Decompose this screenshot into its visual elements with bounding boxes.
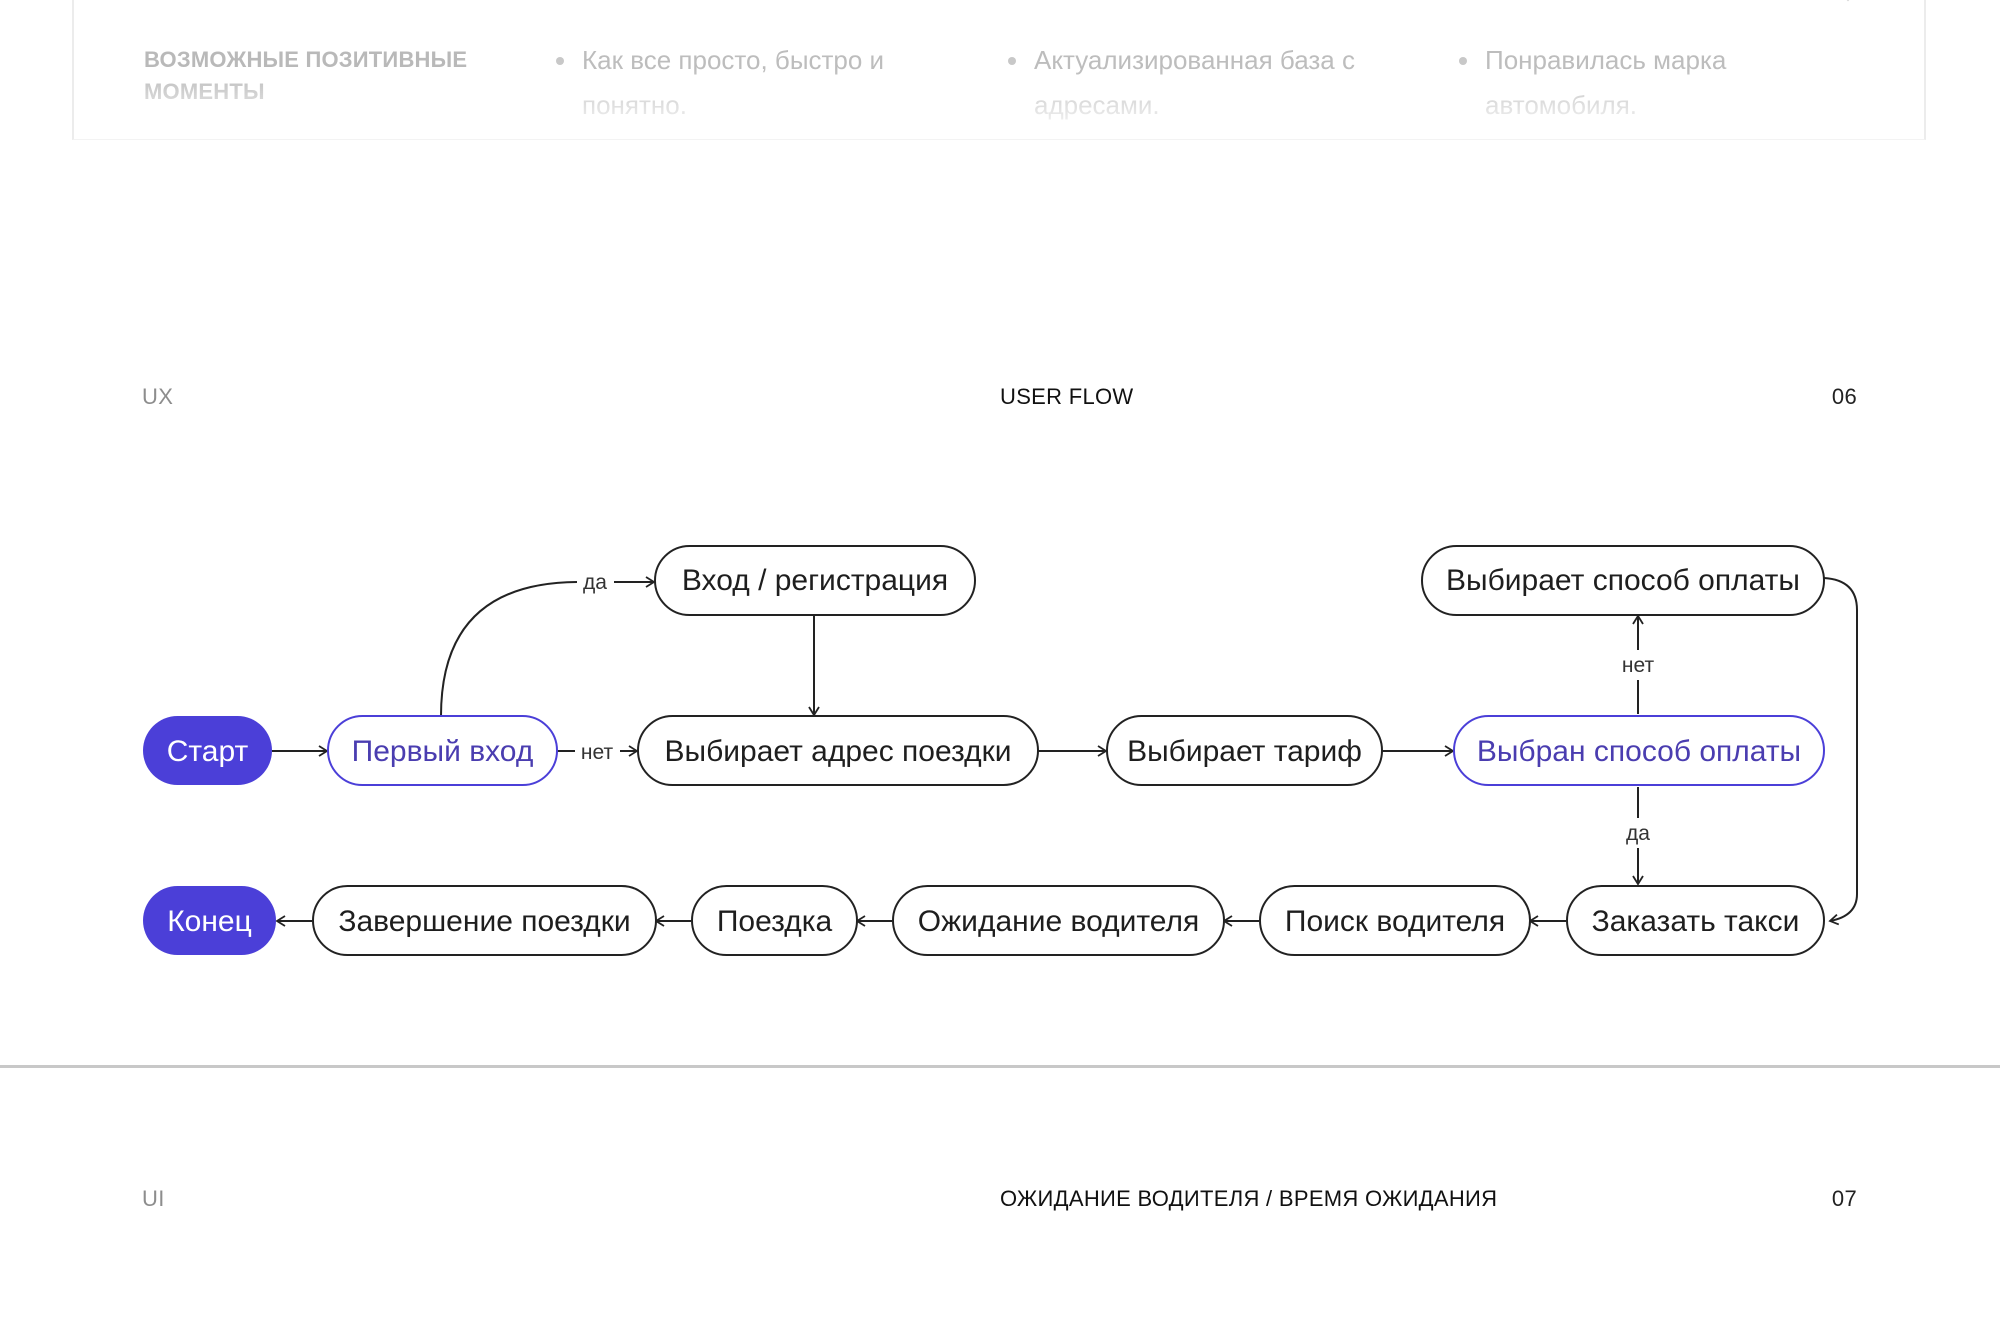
edge-label-first-yes: да xyxy=(583,571,607,594)
node-finish-ride: Завершение поездки xyxy=(312,885,657,956)
node-ride: Поездка xyxy=(691,885,858,956)
node-order-taxi-label: Заказать такси xyxy=(1592,905,1800,938)
node-start-label: Старт xyxy=(167,735,249,768)
edge-label-pay-no: нет xyxy=(1622,654,1655,677)
node-choose-tariff-label: Выбирает тариф xyxy=(1127,735,1362,768)
node-end-label: Конец xyxy=(167,905,252,938)
node-first-login-label: Первый вход xyxy=(352,735,534,768)
node-search-driver: Поиск водителя xyxy=(1259,885,1531,956)
section-tag-ui: UI xyxy=(142,1186,165,1211)
flow-edges xyxy=(272,576,1858,927)
node-choose-address-label: Выбирает адрес поездки xyxy=(665,735,1012,768)
node-order-taxi: Заказать такси xyxy=(1566,885,1825,956)
node-first-login: Первый вход xyxy=(327,715,558,786)
node-payment-selected-label: Выбран способ оплаты xyxy=(1477,735,1801,768)
node-ride-label: Поездка xyxy=(717,905,833,938)
node-choose-payment: Выбирает способ оплаты xyxy=(1421,545,1825,616)
edge-choosepay-order xyxy=(1823,577,1858,926)
section-title-waiting: ОЖИДАНИЕ ВОДИТЕЛЯ / ВРЕМЯ ОЖИДАНИЯ xyxy=(1000,1186,1498,1211)
node-choose-tariff: Выбирает тариф xyxy=(1106,715,1383,786)
section-number-07: 07 xyxy=(1831,1186,1857,1211)
section-tag-ux: UX xyxy=(142,384,174,409)
node-wait-driver-label: Ожидание водителя xyxy=(918,905,1199,938)
node-login: Вход / регистрация xyxy=(654,545,976,616)
node-payment-selected: Выбран способ оплаты xyxy=(1453,715,1825,786)
node-finish-ride-label: Завершение поездки xyxy=(338,905,630,938)
edge-label-first-no: нет xyxy=(581,741,614,764)
edge-first-yes xyxy=(440,581,578,717)
node-end: Конец xyxy=(143,886,276,955)
section-title-user-flow: USER FLOW xyxy=(1000,384,1134,409)
section-divider xyxy=(0,1065,2000,1068)
node-choose-address: Выбирает адрес поездки xyxy=(637,715,1039,786)
section-number-06: 06 xyxy=(1831,384,1857,409)
node-start: Старт xyxy=(143,716,272,785)
node-login-label: Вход / регистрация xyxy=(682,564,948,597)
node-choose-payment-label: Выбирает способ оплаты xyxy=(1446,564,1800,597)
node-search-driver-label: Поиск водителя xyxy=(1285,905,1505,938)
node-wait-driver: Ожидание водителя xyxy=(892,885,1225,956)
edge-label-pay-yes: да xyxy=(1626,822,1650,845)
